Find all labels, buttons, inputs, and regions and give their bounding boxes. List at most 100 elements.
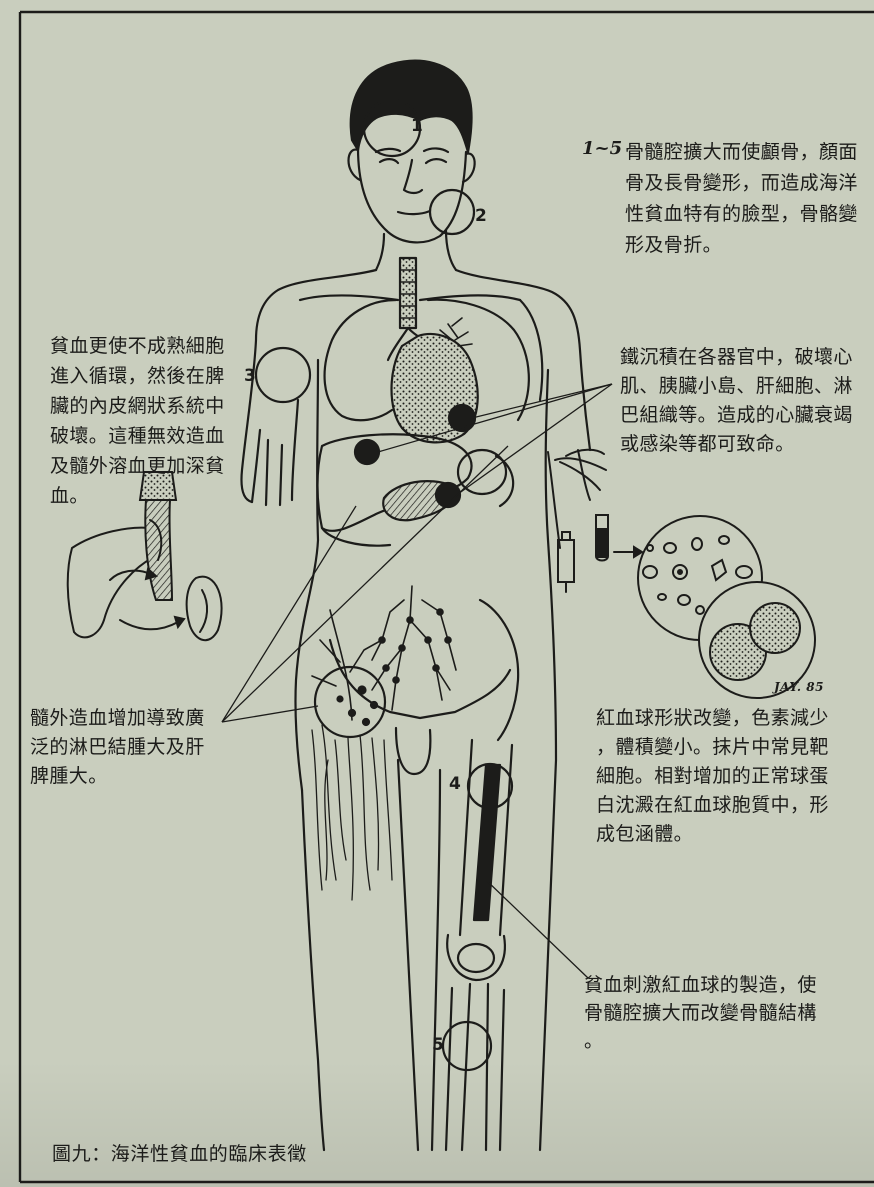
right-brow (424, 148, 448, 152)
pelvis (330, 640, 510, 718)
right-torso-side (540, 370, 556, 1150)
patella (458, 944, 494, 972)
marker-label-4: 4 (449, 774, 461, 794)
inset-arrow-head (175, 617, 184, 627)
note-marrow-stimulation: 貧血刺激紅血球的製造，使 骨髓腔擴大而改變骨髓結構 。 (584, 971, 817, 1055)
note-line: 骨髓腔擴大而使顱骨，顏面 (625, 137, 858, 168)
left-hand-finger (266, 440, 268, 505)
note-line: 進入循環，然後在脾 (50, 361, 225, 391)
femur-marrow-cavity (474, 765, 500, 920)
genital (396, 728, 430, 774)
mouth (398, 211, 430, 214)
note-line: 臟的內皮網狀系統中 (50, 391, 225, 421)
note-red-cells: 紅血球形狀改變，色素減少 ，體積變小。抹片中常見靶 細胞。相對增加的正常球蛋 白… (596, 704, 829, 849)
lymph-node (383, 665, 389, 671)
test-tube-blood (597, 528, 607, 558)
artist-signature: JAY. 85 (774, 680, 824, 694)
marker-label-1: 1 (411, 116, 423, 136)
red-cell (647, 545, 653, 551)
red-cell (664, 543, 676, 553)
red-cell (736, 566, 752, 578)
note-line: 形及骨折。 (625, 230, 858, 261)
blood-sampling (548, 450, 642, 592)
marker-label-3: 3 (244, 366, 256, 386)
red-cell (678, 595, 690, 605)
right-hand (560, 462, 600, 490)
lymph-node (445, 637, 451, 643)
note-line: 巴組織等。造成的心臟衰竭 (620, 401, 853, 430)
blood-smear (638, 516, 815, 698)
marker-range-label: 1~5 (582, 138, 622, 159)
femur-outline-right (500, 745, 512, 935)
lymph-node (399, 645, 405, 651)
note-line: 紅血球形狀改變，色素減少 (596, 704, 829, 733)
marker-circle-3 (256, 348, 310, 402)
inset-spleen (187, 577, 222, 640)
right-forearm (548, 452, 560, 548)
note-line: 細胞。相對增加的正常球蛋 (596, 762, 829, 791)
note-line: 。 (584, 1027, 817, 1055)
note-marrow-spleen: 貧血更使不成熟細胞 進入循環，然後在脾 臟的內皮網狀系統中 破壞。這種無效造血 … (50, 331, 225, 511)
lymph-vessel (330, 610, 352, 720)
lymph-node (393, 677, 399, 683)
poikilocyte (712, 560, 726, 580)
note-line: 及髓外溶血更加深貧 (50, 451, 225, 481)
note-line: 肌、胰臟小島、肝細胞、淋 (620, 372, 853, 401)
inclusion-body-cell (750, 603, 800, 653)
note-line: 骨及長骨變形，而造成海洋 (625, 168, 858, 199)
inset-spleen-line (200, 590, 207, 632)
left-eye (380, 159, 398, 163)
note-line: 貧血刺激紅血球的製造，使 (584, 971, 817, 999)
note-extramedullary: 髓外造血增加導致廣 泛的淋巴結腫大及肝 脾腫大。 (30, 704, 205, 791)
thigh-vessel (360, 735, 370, 890)
liver-iron-dot (355, 440, 379, 464)
lymph-node (379, 637, 385, 643)
lymph-node (433, 665, 439, 671)
thigh-vessel (372, 738, 379, 870)
thigh-vessels (312, 725, 392, 900)
nose (404, 160, 422, 193)
target-cell-center (678, 570, 682, 574)
red-cell (658, 594, 666, 600)
left-inner-arm (292, 400, 298, 500)
note-line: 破壞。這種無效造血 (50, 421, 225, 451)
thigh-vessel (322, 725, 336, 880)
red-cell (692, 538, 702, 550)
lymph-node (437, 609, 443, 615)
note-line: 血。 (50, 481, 225, 511)
note-line: 成包涵體。 (596, 820, 829, 849)
thigh-vessel (312, 730, 322, 890)
red-cell (719, 536, 729, 544)
knee (447, 935, 505, 980)
note-line: 泛的淋巴結腫大及肝 (30, 733, 205, 762)
left-hand-finger (252, 430, 260, 502)
figure-caption: 圖九：海洋性貧血的臨床表徵 (52, 1139, 307, 1166)
lymph-vessel (410, 620, 442, 700)
inset-column (145, 500, 172, 600)
neck-left (376, 234, 384, 270)
left-hand-finger (280, 445, 282, 505)
note-line: 脾腫大。 (30, 762, 205, 791)
note-iron: 鐵沉積在各器官中，破壞心 肌、胰臟小島、肝細胞、淋 巴組織等。造成的心臟衰竭 或… (620, 343, 853, 459)
left-lung (325, 300, 396, 420)
marker-label-2: 2 (475, 206, 487, 226)
red-cell (643, 566, 657, 578)
note-line: 骨髓腔擴大而改變骨髓結構 (584, 999, 817, 1027)
right-hand (566, 450, 604, 456)
thigh-vessel (384, 740, 392, 880)
lymph-node (425, 637, 431, 643)
marker-circle-2 (430, 190, 474, 234)
right-ilium (480, 600, 518, 740)
note-skeletal: 骨髓腔擴大而使顱骨，顏面 骨及長骨變形，而造成海洋 性貧血特有的臉型，骨骼變 形… (625, 137, 858, 261)
femur-outline-left (460, 740, 472, 935)
thigh-vessel (348, 738, 353, 900)
enlarged-node (363, 719, 369, 725)
inset-arrow (120, 620, 178, 629)
note-line: 貧血更使不成熟細胞 (50, 331, 225, 361)
note-line: 白沈澱在紅血球胞質中，形 (596, 791, 829, 820)
note-line: ，體積變小。抹片中常見靶 (596, 733, 829, 762)
note-line: 或感染等都可致命。 (620, 430, 853, 459)
thigh-vessel (335, 740, 346, 860)
left-brow (376, 149, 400, 152)
leader-extramedullary-liver (222, 506, 356, 722)
